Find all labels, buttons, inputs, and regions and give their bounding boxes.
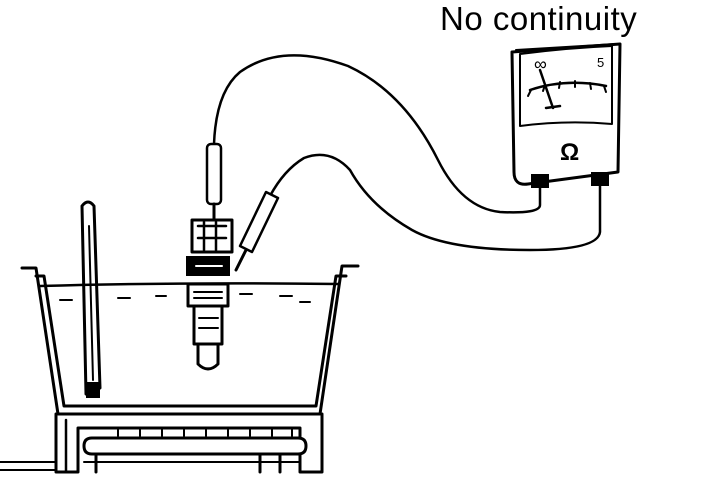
meter-face bbox=[519, 45, 613, 127]
meter-scale-left-label: ∞ bbox=[534, 54, 547, 74]
meter-needle bbox=[538, 68, 555, 110]
stove-burner bbox=[0, 412, 324, 474]
meter-scale-arc bbox=[528, 81, 608, 92]
ohmmeter: ∞ 5 Ω bbox=[510, 42, 622, 188]
test-probe-2 bbox=[234, 190, 280, 272]
caption-text: No continuity bbox=[440, 0, 638, 37]
meter-right-terminal bbox=[591, 172, 609, 186]
burner-pipe bbox=[82, 436, 308, 456]
ohm-symbol: Ω bbox=[560, 139, 579, 166]
meter-top-edge bbox=[515, 43, 617, 51]
burner-flames bbox=[117, 427, 293, 437]
lead-wire-upper bbox=[212, 54, 542, 214]
temperature-sensor bbox=[186, 218, 234, 371]
thermometer bbox=[80, 200, 102, 398]
meter-needle-base bbox=[544, 104, 562, 110]
lead-wire-lower bbox=[268, 153, 602, 252]
water-pot bbox=[20, 264, 360, 416]
meter-body bbox=[510, 42, 622, 186]
meter-scale-right-label: 5 bbox=[597, 55, 604, 70]
floor-line bbox=[0, 461, 57, 471]
meter-scale-ticks bbox=[527, 80, 607, 97]
water-ripples bbox=[59, 293, 311, 303]
meter-left-terminal bbox=[531, 174, 549, 188]
water-surface bbox=[38, 282, 340, 288]
